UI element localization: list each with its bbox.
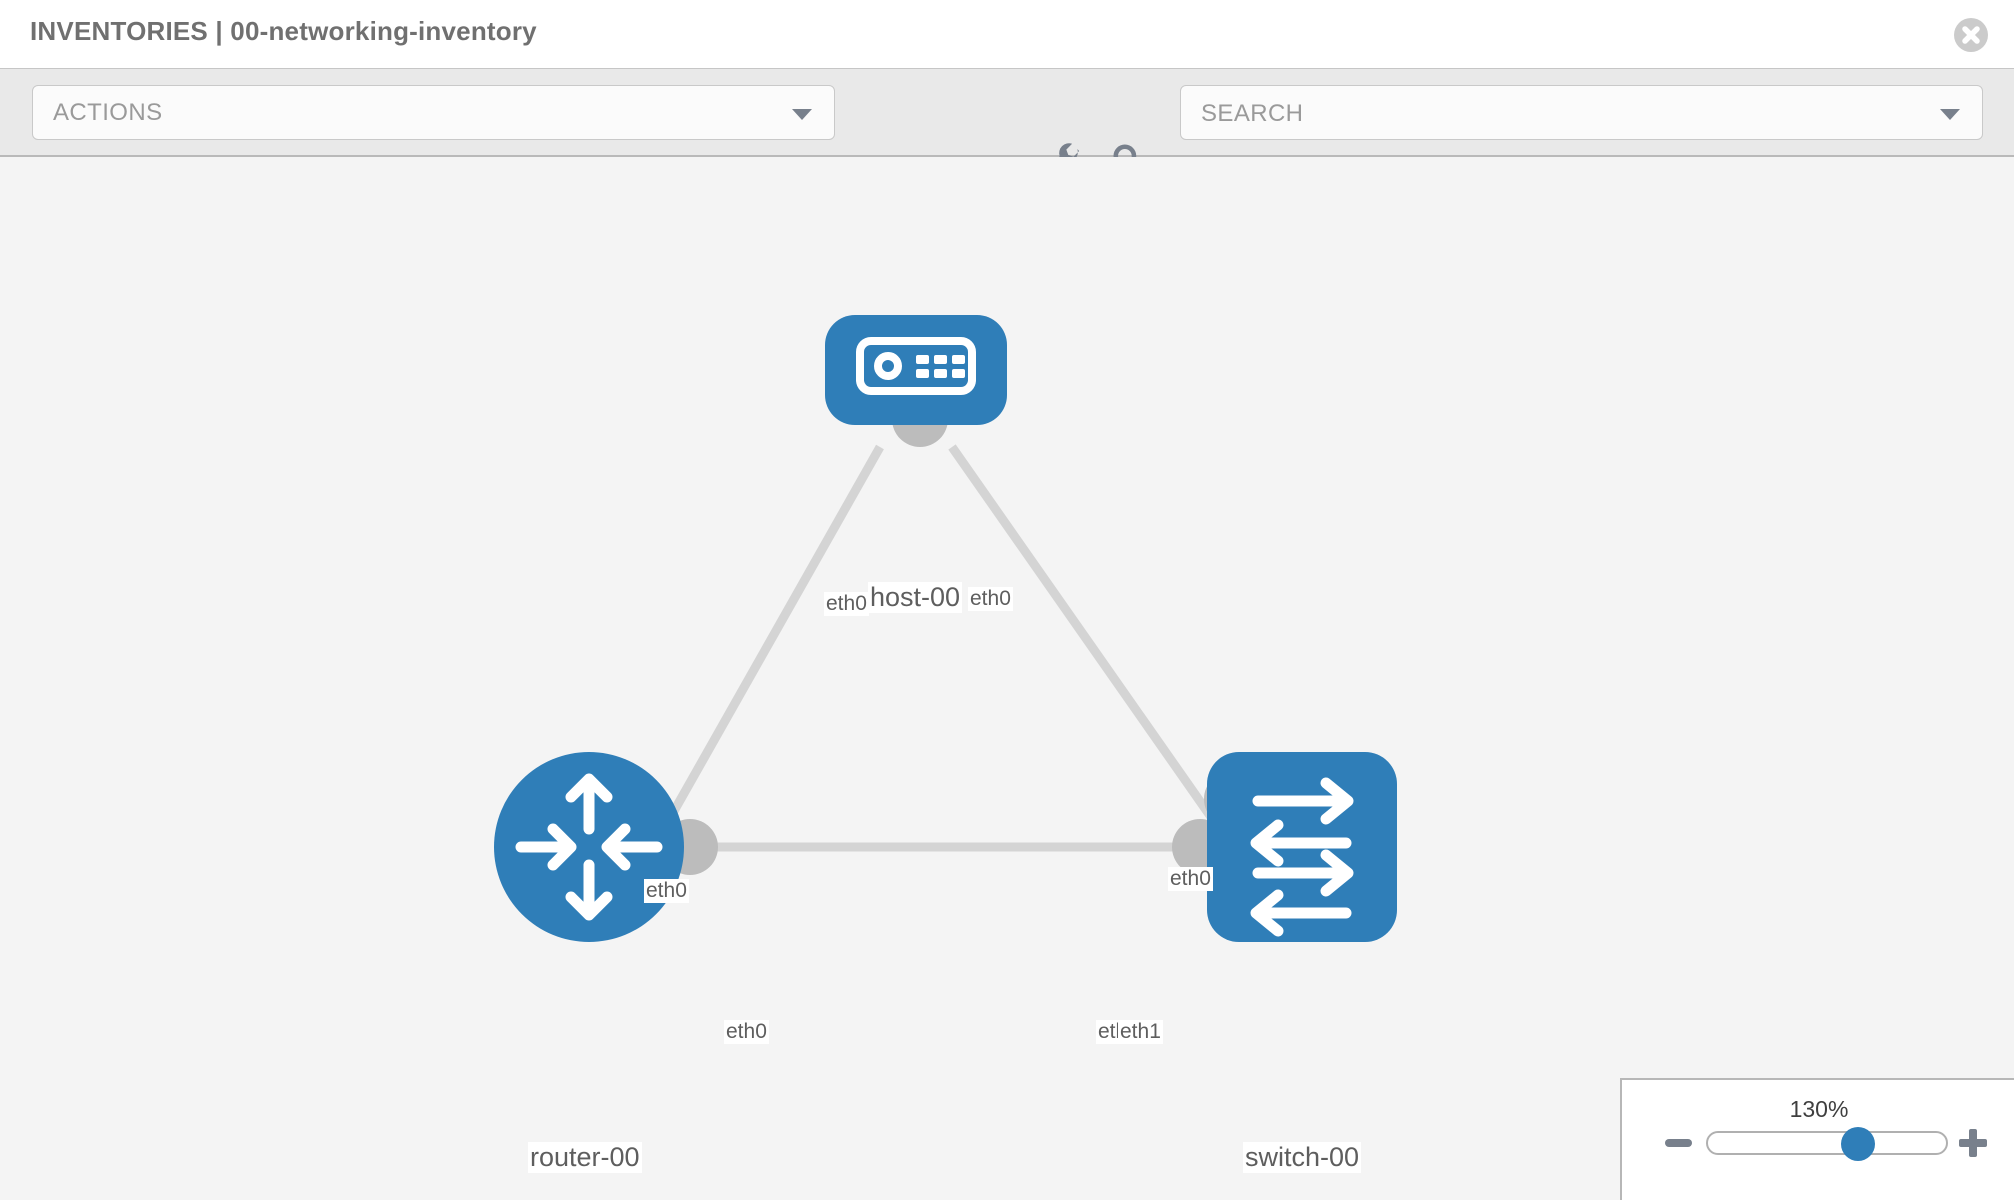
iface-label-host00-right: eth0 (968, 587, 1013, 611)
switch-arrows-icon (1250, 777, 1354, 937)
zoom-control-panel: 130% (1620, 1078, 2014, 1200)
minus-icon[interactable] (1665, 1139, 1692, 1147)
page-title: INVENTORIES | 00-networking-inventory (30, 16, 537, 46)
iface-label-host00-left: eth0 (824, 592, 869, 616)
zoom-slider-thumb[interactable] (1841, 1127, 1876, 1161)
topology-canvas[interactable]: eth0 eth0 eth0 eth0 eth0 eth eth1 host-0… (0, 157, 2014, 1200)
topology-graph (494, 315, 1397, 942)
node-router-00 (494, 752, 684, 942)
title-bar: INVENTORIES | 00-networking-inventory (0, 0, 2014, 68)
plus-icon[interactable] (1959, 1129, 1987, 1157)
port-host00-eth0-left (892, 419, 948, 447)
chevron-down-icon (792, 109, 812, 120)
iface-label-router00-uplink: eth0 (644, 879, 689, 903)
link-host00-router00 (644, 444, 884, 860)
toolbar: ACTIONS (0, 68, 2014, 180)
iface-label-switch00-uplink: eth0 (1168, 867, 1213, 891)
zoom-slider[interactable] (1706, 1127, 1948, 1161)
actions-dropdown[interactable]: ACTIONS (32, 85, 835, 140)
search-field[interactable] (1180, 85, 1983, 141)
search-chevron-down-icon[interactable] (1940, 109, 1960, 120)
search-input[interactable] (1199, 86, 1903, 141)
node-host-00 (825, 315, 1007, 425)
close-icon[interactable] (1954, 18, 1988, 52)
zoom-level-value: 130% (1789, 1096, 1849, 1122)
iface-label-router00-eth0: eth0 (724, 1020, 769, 1044)
server-icon (856, 337, 976, 395)
node-switch-00 (1207, 752, 1397, 942)
link-layer (644, 444, 1236, 860)
actions-dropdown-label: ACTIONS (53, 99, 163, 126)
router-arrows-icon (515, 773, 663, 921)
node-label-switch-00: switch-00 (1243, 1142, 1362, 1173)
iface-label-switch00-eth1: eth1 (1118, 1020, 1163, 1044)
link-host00-switch00 (948, 444, 1236, 850)
node-label-router-00: router-00 (528, 1142, 642, 1173)
node-label-host-00: host-00 (868, 582, 963, 613)
port-layer (662, 419, 1260, 875)
